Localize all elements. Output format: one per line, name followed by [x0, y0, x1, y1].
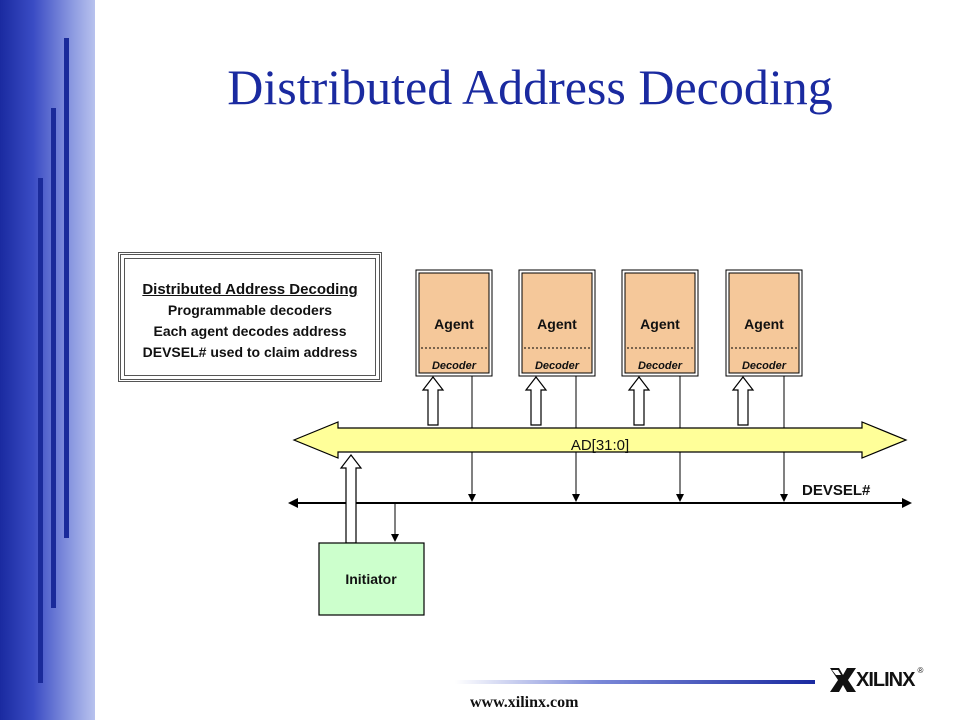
slide-title: Distributed Address Decoding [227, 59, 833, 115]
info-line: Programmable decoders [167, 302, 333, 318]
agent-label: Agent [640, 316, 680, 332]
initiator-to-bus-arrow [339, 454, 363, 544]
info-line: DEVSEL# used to claim address [142, 344, 358, 360]
devsel-arrow-right [902, 498, 912, 508]
agent-2: Agent Decoder [518, 269, 596, 377]
agent-4: Agent Decoder [725, 269, 803, 377]
sidebar-bar [38, 178, 43, 683]
logo-wordmark: XILINX [856, 668, 915, 691]
footer-divider [455, 680, 815, 684]
decoder-label: Decoder [742, 360, 787, 372]
bus-label: AD[31:0] [571, 437, 629, 454]
info-box: Distributed Address Decoding Programmabl… [118, 252, 382, 382]
initiator-label: Initiator [345, 571, 397, 587]
xilinx-x-icon [830, 668, 856, 692]
agent-1: Agent Decoder [415, 269, 493, 377]
logo-registered-mark: ® [917, 665, 924, 675]
initiator-box [318, 542, 425, 616]
xilinx-logo: XILINX ® [828, 665, 923, 695]
decoder-label: Decoder [535, 360, 580, 372]
ad-bus-arrow [292, 421, 908, 459]
agent-label: Agent [744, 316, 784, 332]
sidebar-bar [64, 38, 69, 538]
devsel-arrow-left [288, 498, 298, 508]
decoder-label: Decoder [638, 360, 683, 372]
agent-label: Agent [434, 316, 474, 332]
bus-to-agent-arrows [421, 376, 755, 426]
info-line: Each agent decodes address [153, 323, 347, 339]
sidebar-gradient [0, 0, 95, 720]
info-heading: Distributed Address Decoding [142, 281, 358, 298]
devsel-label: DEVSEL# [802, 482, 871, 499]
footer-url: www.xilinx.com [470, 694, 579, 711]
agent-3: Agent Decoder [621, 269, 699, 377]
agent-label: Agent [537, 316, 577, 332]
sidebar-bar [51, 108, 56, 608]
decoder-label: Decoder [432, 360, 477, 372]
